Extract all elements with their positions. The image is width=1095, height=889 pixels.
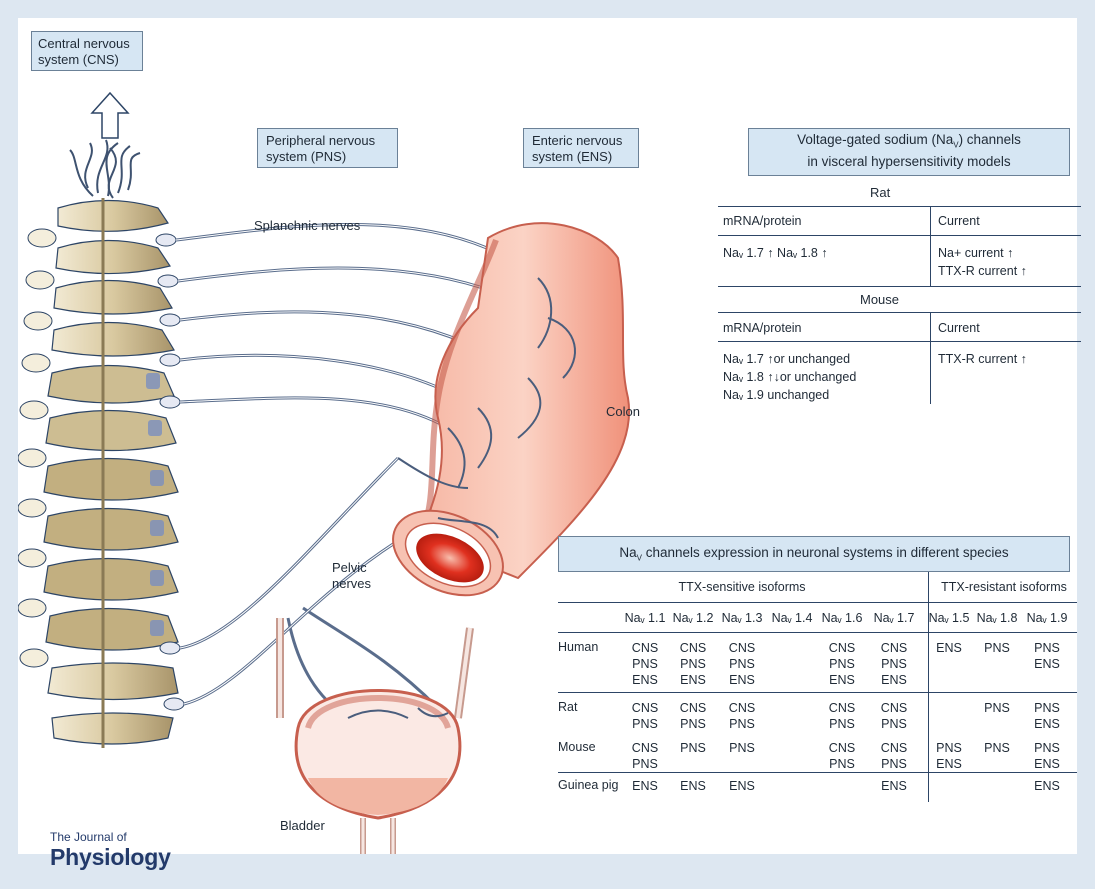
expression-table-title: NaV channels expression in neuronal syst…	[558, 536, 1070, 572]
mouse-current-header: Current	[938, 321, 980, 335]
expression-cell: CNS PNS ENS	[718, 640, 766, 688]
isoform-header-4: Naᵥ 1.6	[818, 611, 866, 625]
species-label: Mouse	[558, 740, 596, 754]
pelvic-nerves	[180, 458, 438, 718]
rat-mrna-header: mRNA/protein	[723, 214, 802, 228]
mouse-mrna-1: Naᵥ 1.7 ↑or unchanged	[723, 352, 850, 366]
rat-current-1: Na+ current ↑	[938, 246, 1013, 260]
cns-label-box: Central nervous system (CNS)	[31, 31, 143, 71]
isoform-header-7: Naᵥ 1.8	[973, 611, 1021, 625]
rat-header: Rat	[870, 185, 890, 200]
spine	[18, 198, 178, 748]
expression-cell: ENS	[870, 778, 918, 794]
rat-current-header: Current	[938, 214, 980, 228]
pelvic-nerves-label: Pelvic nerves	[332, 560, 382, 592]
mouse-mrna-header: mRNA/protein	[723, 321, 802, 335]
rat-mrna-values: Naᵥ 1.7 ↑ Naᵥ 1.8 ↑	[723, 246, 828, 260]
expression-cell: PNS ENS	[925, 740, 973, 772]
rat-current-2: TTX-R current ↑	[938, 264, 1027, 278]
expression-cell: PNS ENS	[1023, 640, 1071, 672]
ens-label-box: Enteric nervous system (ENS)	[523, 128, 639, 168]
expression-cell: CNS PNS	[621, 700, 669, 732]
bladder-label: Bladder	[280, 818, 325, 834]
journal-logo-small: The Journal of	[50, 830, 127, 844]
expression-cell: PNS	[973, 740, 1021, 756]
expression-cell: PNS	[718, 740, 766, 756]
expression-cell: PNS	[669, 740, 717, 756]
expression-cell: CNS PNS	[818, 740, 866, 772]
mouse-mrna-3: Naᵥ 1.9 unchanged	[723, 388, 829, 402]
expression-cell: CNS PNS ENS	[870, 640, 918, 688]
ttx-sensitive-header: TTX-sensitive isoforms	[558, 580, 926, 594]
expression-cell: ENS	[669, 778, 717, 794]
mouse-header: Mouse	[860, 292, 899, 307]
spinal-cord-fibers	[70, 140, 140, 198]
isoform-header-0: Naᵥ 1.1	[621, 611, 669, 625]
mouse-current: TTX-R current ↑	[938, 352, 1027, 366]
expression-cell: PNS	[973, 700, 1021, 716]
ttx-resistant-header: TTX-resistant isoforms	[930, 580, 1078, 594]
isoform-header-3: Naᵥ 1.4	[768, 611, 816, 625]
species-label: Rat	[558, 700, 577, 714]
expression-cell: CNS PNS	[621, 740, 669, 772]
expression-cell: CNS PNS	[870, 700, 918, 732]
isoform-header-1: Naᵥ 1.2	[669, 611, 717, 625]
isoform-header-8: Naᵥ 1.9	[1023, 611, 1071, 625]
up-arrow-icon	[92, 93, 128, 138]
expression-cell: ENS	[621, 778, 669, 794]
expression-cell: PNS ENS	[1023, 740, 1071, 772]
ens-label: Enteric nervous system (ENS)	[532, 133, 622, 164]
expression-cell: CNS PNS	[718, 700, 766, 732]
expression-cell: CNS PNS	[870, 740, 918, 772]
expression-cell: CNS PNS ENS	[818, 640, 866, 688]
isoform-header-2: Naᵥ 1.3	[718, 611, 766, 625]
colon-label: Colon	[606, 404, 640, 420]
mouse-mrna-2: Naᵥ 1.8 ↑↓or unchanged	[723, 370, 856, 384]
species-label: Guinea pig	[558, 778, 618, 792]
visceral-table-title: Voltage-gated sodium (NaV) channels in v…	[748, 128, 1070, 176]
journal-logo-big: Physiology	[50, 844, 171, 871]
expression-cell: PNS	[973, 640, 1021, 656]
cns-label: Central nervous system (CNS)	[38, 36, 130, 67]
figure-panel: Central nervous system (CNS) Peripheral …	[18, 18, 1077, 854]
expression-cell: CNS PNS	[669, 700, 717, 732]
isoform-header-6: Naᵥ 1.5	[925, 611, 973, 625]
expression-cell: ENS	[925, 640, 973, 656]
pns-label: Peripheral nervous system (PNS)	[266, 133, 375, 164]
expression-cell: CNS PNS	[818, 700, 866, 732]
expression-cell: CNS PNS ENS	[669, 640, 717, 688]
species-label: Human	[558, 640, 598, 654]
splanchnic-nerves-label: Splanchnic nerves	[254, 218, 360, 234]
expression-cell: ENS	[718, 778, 766, 794]
expression-cell: CNS PNS ENS	[621, 640, 669, 688]
pns-label-box: Peripheral nervous system (PNS)	[257, 128, 398, 168]
isoform-header-5: Naᵥ 1.7	[870, 611, 918, 625]
expression-cell: PNS ENS	[1023, 700, 1071, 732]
expression-cell: ENS	[1023, 778, 1071, 794]
